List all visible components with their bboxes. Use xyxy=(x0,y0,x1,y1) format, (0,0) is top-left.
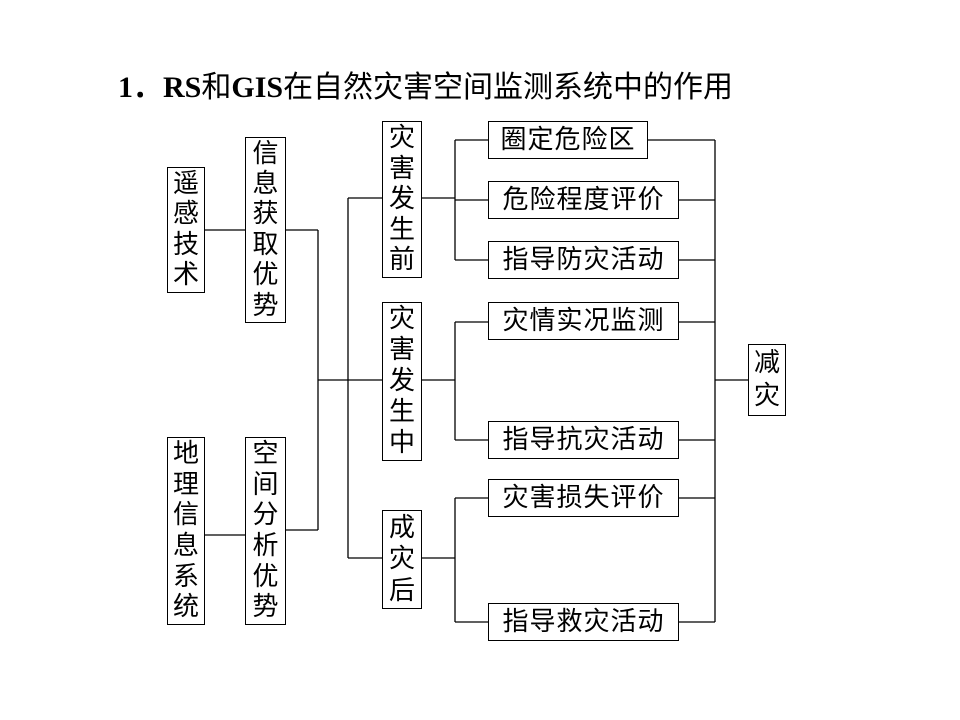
label-char: 灾 xyxy=(388,123,415,153)
advantage-info-acquisition: 信息获取优势 xyxy=(245,137,286,323)
title-rs: RS xyxy=(163,71,202,104)
title-rest: 在自然灾害空间监测系统中的作用 xyxy=(283,70,734,105)
label-char: 灾 xyxy=(753,381,780,412)
label-char: 信 xyxy=(252,138,279,169)
stage-during-disaster: 灾害发生中 xyxy=(382,302,422,461)
title-gis: GIS xyxy=(231,71,284,104)
label-char: 成 xyxy=(388,512,415,543)
source-gis: 地理信息系统 xyxy=(167,437,205,625)
label-char: 发 xyxy=(388,366,415,397)
label-char: 灾 xyxy=(388,544,415,575)
label-char: 遥 xyxy=(172,168,199,199)
label-char: 害 xyxy=(388,153,415,184)
page-title: 1．RS和GIS在自然灾害空间监测系统中的作用 xyxy=(118,62,733,106)
label-char: 息 xyxy=(252,169,279,200)
label-char: 前 xyxy=(388,245,415,276)
advantage-spatial-analysis: 空间分析优势 xyxy=(245,437,286,625)
label-char: 空 xyxy=(252,439,279,470)
label-char: 优 xyxy=(252,260,279,291)
label-char: 统 xyxy=(172,592,199,623)
stage-before-disaster: 灾害发生前 xyxy=(382,121,422,278)
label-char: 息 xyxy=(172,531,199,562)
label-char: 技 xyxy=(172,229,199,260)
label-char: 优 xyxy=(252,561,279,592)
label-char: 发 xyxy=(388,184,415,215)
stage-after-disaster: 成灾后 xyxy=(382,510,422,609)
task-guide-prevention: 指导防灾活动 xyxy=(488,241,679,279)
label-char: 地 xyxy=(172,439,199,470)
label-char: 后 xyxy=(388,575,415,606)
goal-disaster-reduction: 减灾 xyxy=(748,344,786,416)
label-char: 感 xyxy=(172,199,199,230)
label-char: 中 xyxy=(388,428,415,459)
label-char: 析 xyxy=(252,531,279,562)
task-loss-evaluation: 灾害损失评价 xyxy=(488,479,679,517)
label-char: 减 xyxy=(753,348,780,379)
label-char: 理 xyxy=(172,469,199,500)
source-remote-sensing: 遥感技术 xyxy=(167,167,205,293)
title-he: 和 xyxy=(201,70,232,105)
label-char: 术 xyxy=(172,260,199,291)
label-char: 分 xyxy=(252,500,279,531)
label-char: 害 xyxy=(388,335,415,366)
task-guide-resistance: 指导抗灾活动 xyxy=(488,421,679,459)
label-char: 系 xyxy=(172,561,199,592)
task-guide-relief: 指导救灾活动 xyxy=(488,603,679,641)
label-char: 势 xyxy=(252,290,279,321)
label-char: 势 xyxy=(252,592,279,623)
title-number: 1． xyxy=(118,71,163,104)
task-delineate-danger-zone: 圈定危险区 xyxy=(488,121,648,159)
label-char: 取 xyxy=(252,229,279,260)
task-danger-degree-evaluation: 危险程度评价 xyxy=(488,181,679,219)
label-char: 生 xyxy=(388,214,415,245)
label-char: 生 xyxy=(388,397,415,428)
task-realtime-monitoring: 灾情实况监测 xyxy=(488,302,679,340)
label-char: 灾 xyxy=(388,304,415,335)
label-char: 信 xyxy=(172,500,199,531)
label-char: 间 xyxy=(252,469,279,500)
label-char: 获 xyxy=(252,199,279,230)
